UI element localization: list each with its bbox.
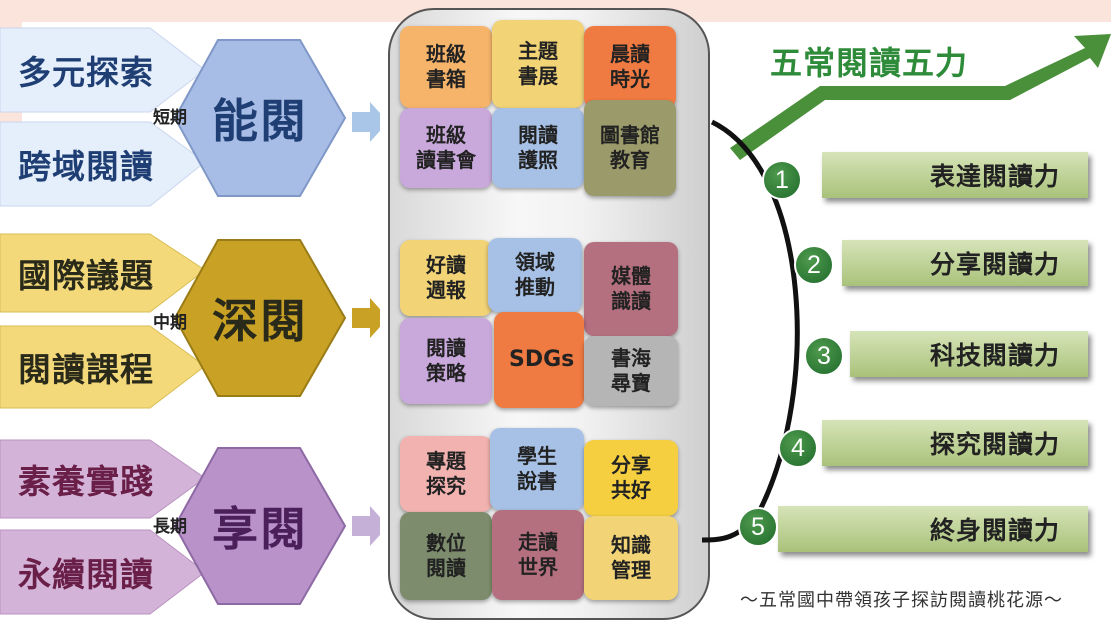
power-number-1: 1 xyxy=(762,160,802,200)
row1-top-label: 多元探索 xyxy=(18,53,154,92)
growth-graphic xyxy=(701,34,1111,543)
puzzle-piece: 班級 書箱 xyxy=(400,26,492,108)
row1-term: 短期 xyxy=(153,108,187,128)
puzzle-piece: 主題 書展 xyxy=(492,20,584,108)
puzzle-piece: 數位 閱讀 xyxy=(400,512,492,600)
puzzle-piece: 閱讀 策略 xyxy=(400,318,492,404)
row1-bottom-label: 跨域閱讀 xyxy=(18,147,154,186)
power-bar-3: 科技閱讀力 xyxy=(850,331,1088,377)
puzzle-piece: 好讀 週報 xyxy=(400,240,492,316)
puzzle-piece: 圖書館 教育 xyxy=(584,100,676,196)
power-bar-4: 探究閱讀力 xyxy=(822,420,1088,466)
row3-top-label: 素養實踐 xyxy=(18,462,154,501)
puzzle-piece: SDGs xyxy=(494,312,584,408)
row3-bottom-label: 永續閱讀 xyxy=(18,555,154,594)
puzzle-piece: 走讀 世界 xyxy=(492,510,584,600)
title: 五常閱讀五力 xyxy=(770,44,969,82)
row3-term: 長期 xyxy=(153,517,187,537)
puzzle-piece: 閱讀 護照 xyxy=(492,108,584,188)
puzzle-piece: 分享 共好 xyxy=(584,440,678,516)
row3-hex-label: 享閱 xyxy=(212,502,308,556)
power-bar-2: 分享閱讀力 xyxy=(842,240,1088,286)
puzzle-piece: 晨讀 時光 xyxy=(584,26,676,108)
puzzle-piece: 媒體 識讀 xyxy=(584,242,678,336)
puzzle-piece: 知識 管理 xyxy=(584,516,678,600)
row2-top-label: 國際議題 xyxy=(18,256,154,295)
row2-hex-label: 深閱 xyxy=(212,294,308,348)
row1-hex-label: 能閱 xyxy=(212,94,308,148)
power-bar-1: 表達閱讀力 xyxy=(822,152,1088,198)
arrow-shapes xyxy=(0,27,380,615)
power-number-3: 3 xyxy=(804,336,844,376)
row2-bottom-label: 閱讀課程 xyxy=(18,350,154,389)
puzzle-piece: 書海 尋寶 xyxy=(584,336,678,406)
puzzle-piece: 領域 推動 xyxy=(488,238,582,312)
row2-term: 中期 xyxy=(153,313,187,333)
puzzle-piece: 專題 探究 xyxy=(400,436,492,512)
power-number-5: 5 xyxy=(738,507,778,547)
puzzle-piece: 班級 讀書會 xyxy=(400,108,492,188)
power-number-2: 2 xyxy=(794,245,834,285)
puzzle-piece: 學生 說書 xyxy=(490,428,584,510)
power-bar-5: 終身閱讀力 xyxy=(778,506,1088,552)
power-number-4: 4 xyxy=(778,428,818,468)
footnote: ～五常國中帶領孩子探訪閱讀桃花源～ xyxy=(740,590,1063,611)
